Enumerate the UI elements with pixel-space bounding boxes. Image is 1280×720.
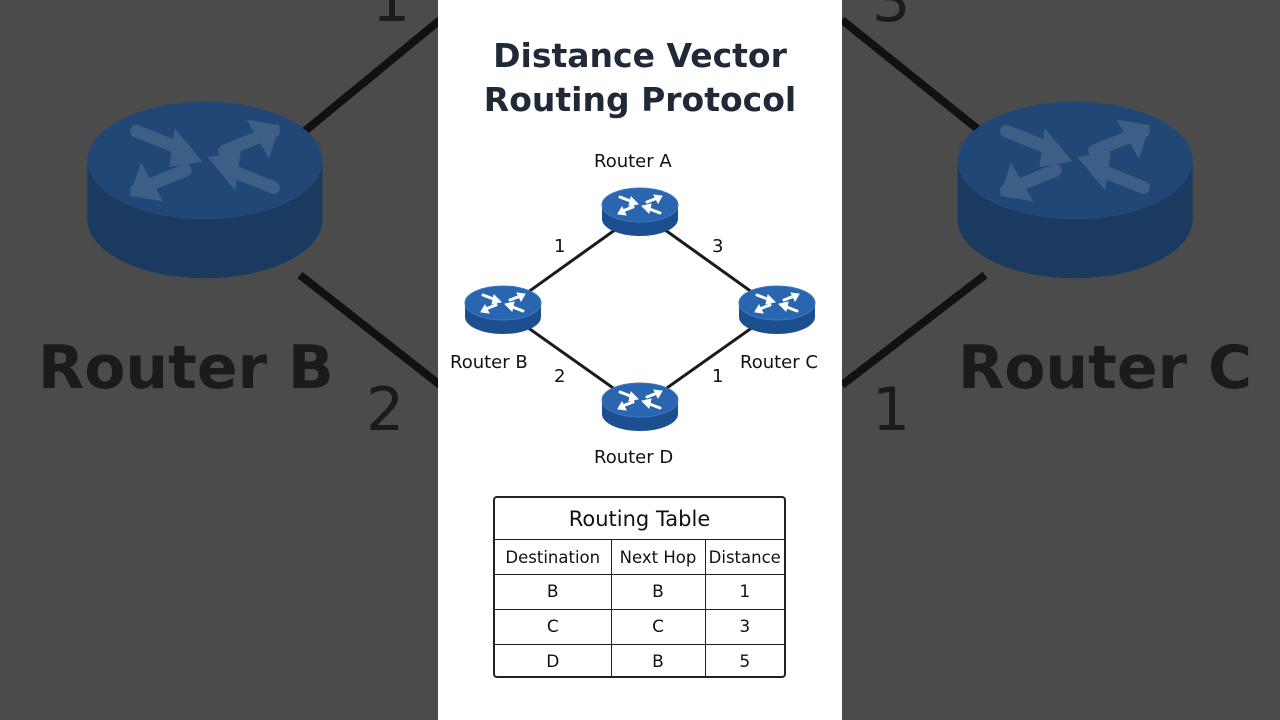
network-diagram <box>463 186 817 433</box>
bg-link-left-top <box>297 16 443 139</box>
table-row: D B 5 <box>495 644 784 676</box>
bg-link-right-top <box>839 16 988 139</box>
bg-router-right-icon <box>957 101 1193 279</box>
content-panel: Distance Vector Routing Protocol <box>438 0 842 720</box>
bg-link-right-bottom <box>839 271 988 389</box>
router-b-label: Router B <box>450 352 528 373</box>
bg-cost-right-bottom: 1 <box>872 375 911 445</box>
router-a-icon <box>600 186 680 238</box>
cell-distance: 1 <box>705 574 784 610</box>
table-row: C C 3 <box>495 609 784 645</box>
bg-cost-left-top: 1 <box>372 0 411 36</box>
cost-b-d: 2 <box>554 366 566 387</box>
header-destination: Destination <box>495 540 612 575</box>
cell-next-hop: C <box>611 609 706 645</box>
header-next-hop: Next Hop <box>611 540 706 575</box>
cell-destination: C <box>495 609 612 645</box>
router-d-icon <box>600 381 680 433</box>
router-b-icon <box>463 284 543 336</box>
cell-destination: D <box>495 644 612 676</box>
cell-next-hop: B <box>611 574 706 610</box>
bg-router-left-icon <box>87 101 323 279</box>
cell-next-hop: B <box>611 644 706 676</box>
bg-cost-right-top: 3 <box>872 0 911 36</box>
cell-distance: 3 <box>705 609 784 645</box>
routing-table: Routing Table Destination Next Hop Dista… <box>493 496 786 678</box>
cost-c-d: 1 <box>712 366 724 387</box>
cell-distance: 5 <box>739 652 751 672</box>
routing-table-header-row: Destination Next Hop Distance <box>495 540 784 575</box>
cell-destination: B <box>495 574 612 610</box>
title-line-1: Distance Vector <box>493 36 787 75</box>
bg-router-c-label: Router C <box>958 333 1253 403</box>
table-row: B B 1 <box>495 574 784 610</box>
routing-table-title: Routing Table <box>495 498 784 540</box>
bg-link-left-bottom <box>297 271 443 389</box>
cost-a-b: 1 <box>554 236 566 257</box>
router-d-label: Router D <box>594 447 674 468</box>
routing-table-grid: Destination Next Hop Distance B B 1 C C … <box>495 540 784 676</box>
bg-cost-left-bottom: 2 <box>366 375 405 445</box>
bg-router-b-label: Router B <box>38 333 334 403</box>
router-c-label: Router C <box>740 352 818 373</box>
router-a-label: Router A <box>594 151 672 172</box>
cost-a-c: 3 <box>712 236 724 257</box>
router-c-icon <box>737 284 817 336</box>
title-line-2: Routing Protocol <box>483 80 797 119</box>
header-distance: Distance <box>705 540 784 575</box>
